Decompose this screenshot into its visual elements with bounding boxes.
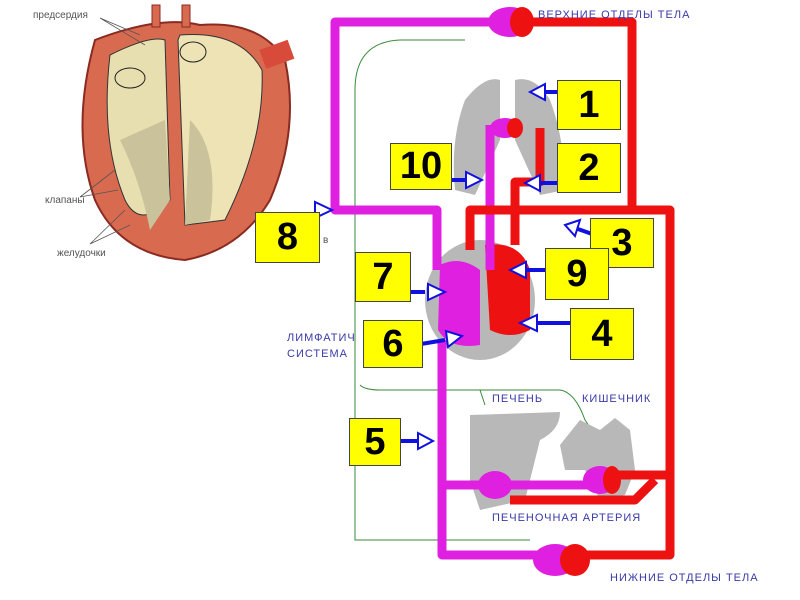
lymph-vessels	[354, 39, 621, 541]
pointer-arrows	[314, 82, 596, 451]
marker-1: 1	[557, 80, 621, 130]
capillary-beds	[478, 7, 621, 576]
marker-10: 10	[390, 143, 452, 190]
label-lymph-1: ЛИМФАТИЧ	[287, 332, 356, 344]
marker-7: 7	[355, 252, 411, 302]
label-liver: ПЕЧЕНЬ	[492, 393, 544, 405]
venous-vessels	[330, 17, 600, 560]
marker-4: 4	[570, 308, 634, 360]
label-lymph-2: СИСТЕМА	[287, 348, 348, 360]
label-lower-body: НИЖНИЕ ОТДЕЛЫ ТЕЛА	[610, 572, 759, 584]
heart-illustration	[79, 4, 295, 262]
label-upper-body: ВЕРХНИЕ ОТДЕЛЫ ТЕЛА	[538, 9, 691, 21]
marker-6: 6	[363, 320, 423, 368]
label-intestine: КИШЕЧНИК	[582, 393, 652, 405]
label-hepatic-artery: ПЕЧЕНОЧНАЯ АРТЕРИЯ	[492, 512, 642, 524]
marker-8: 8	[255, 212, 320, 263]
marker-2: 2	[557, 143, 621, 193]
right-heart	[438, 261, 480, 346]
label-atria: предсердия	[33, 10, 88, 21]
label-ventricles: желудочки	[57, 248, 106, 259]
marker-9: 9	[545, 248, 609, 300]
label-partial: в	[323, 235, 329, 246]
marker-5: 5	[349, 418, 401, 466]
label-valves: клапаны	[45, 195, 85, 206]
